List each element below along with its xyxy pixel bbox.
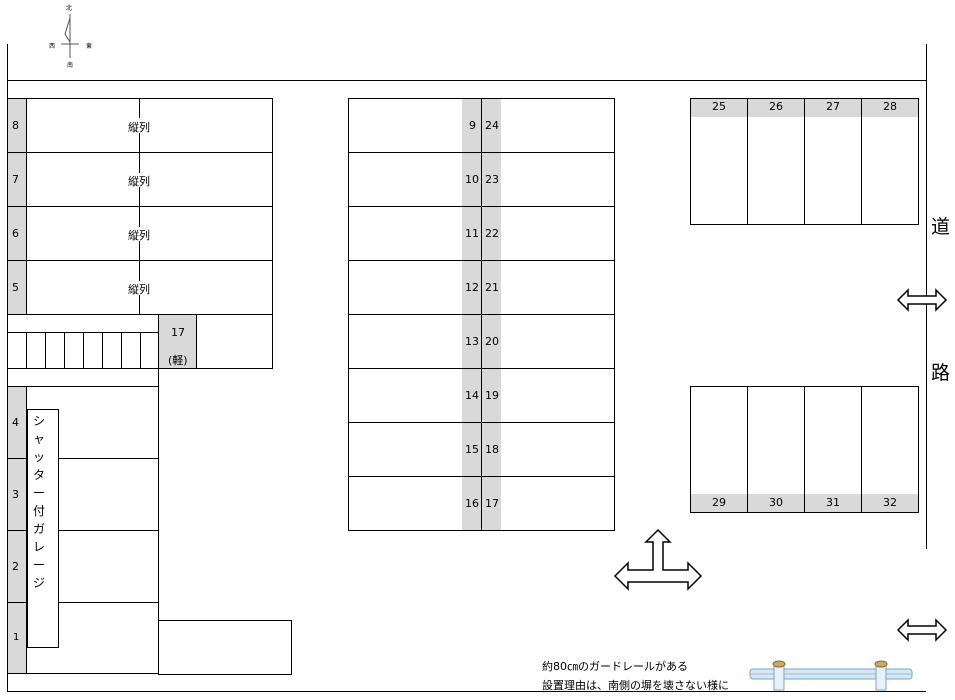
shutter-garage — [27, 409, 59, 648]
compass-south: 南 — [67, 62, 74, 69]
space-number: 6 — [12, 227, 19, 240]
garage-label: シャッター付ガレージ — [32, 414, 45, 590]
space-number: 28 — [883, 100, 897, 113]
top-right-outline — [690, 98, 919, 225]
double-arrow-icon — [896, 618, 948, 642]
space-number: 25 — [712, 100, 726, 113]
site-top-edge — [7, 80, 926, 81]
space-number: 30 — [769, 496, 783, 509]
tandem-label: 縦列 — [128, 283, 150, 296]
guardrail-note-line2: 設置理由は、南側の塀を壊さない様に — [542, 679, 729, 692]
space-number: 24 — [485, 119, 499, 132]
garage-number: 3 — [12, 488, 19, 501]
space-number: 19 — [485, 389, 499, 402]
garage-number: 1 — [13, 632, 20, 643]
compass-east: 東 — [86, 43, 93, 50]
site-bottom-edge — [7, 691, 926, 692]
kei-space-type: (軽) — [168, 354, 188, 367]
space-number: 17 — [485, 497, 499, 510]
space-number: 8 — [12, 119, 19, 132]
tandem-label: 縦列 — [128, 121, 150, 134]
compass-north: 北 — [66, 5, 73, 12]
guardrail-note-line1: 約80㎝のガードレールがある — [542, 660, 688, 673]
space-number: 18 — [485, 443, 499, 456]
compass-west: 西 — [49, 43, 56, 50]
space-number: 11 — [465, 227, 479, 240]
space-number: 23 — [485, 173, 499, 186]
three-way-arrow-icon — [613, 528, 703, 591]
space-number: 21 — [485, 281, 499, 294]
kei-space — [159, 315, 196, 368]
garage-number: 2 — [12, 560, 19, 573]
double-arrow-icon — [896, 288, 948, 312]
road-label-1: 道 — [931, 216, 951, 238]
space-number: 29 — [712, 496, 726, 509]
storage-shed — [158, 620, 292, 675]
space-number: 26 — [769, 100, 783, 113]
space-number: 22 — [485, 227, 499, 240]
space-number: 27 — [826, 100, 840, 113]
space-number: 32 — [883, 496, 897, 509]
road-label-2: 路 — [931, 362, 951, 384]
garage-number: 4 — [12, 416, 19, 429]
tandem-label: 縦列 — [128, 229, 150, 242]
space-number: 16 — [465, 497, 479, 510]
bottom-right-outline — [690, 386, 919, 513]
space-number: 9 — [469, 119, 476, 132]
tandem-label: 縦列 — [128, 175, 150, 188]
guardrail-icon — [749, 660, 913, 691]
space-number: 5 — [12, 281, 19, 294]
space-number: 20 — [485, 335, 499, 348]
space-number: 7 — [12, 173, 19, 186]
space-number: 31 — [826, 496, 840, 509]
space-number: 15 — [465, 443, 479, 456]
space-number: 13 — [465, 335, 479, 348]
compass-needle-icon — [61, 14, 79, 58]
space-number: 12 — [465, 281, 479, 294]
kei-space-number: 17 — [171, 326, 185, 339]
space-number: 10 — [465, 173, 479, 186]
space-number: 14 — [465, 389, 479, 402]
